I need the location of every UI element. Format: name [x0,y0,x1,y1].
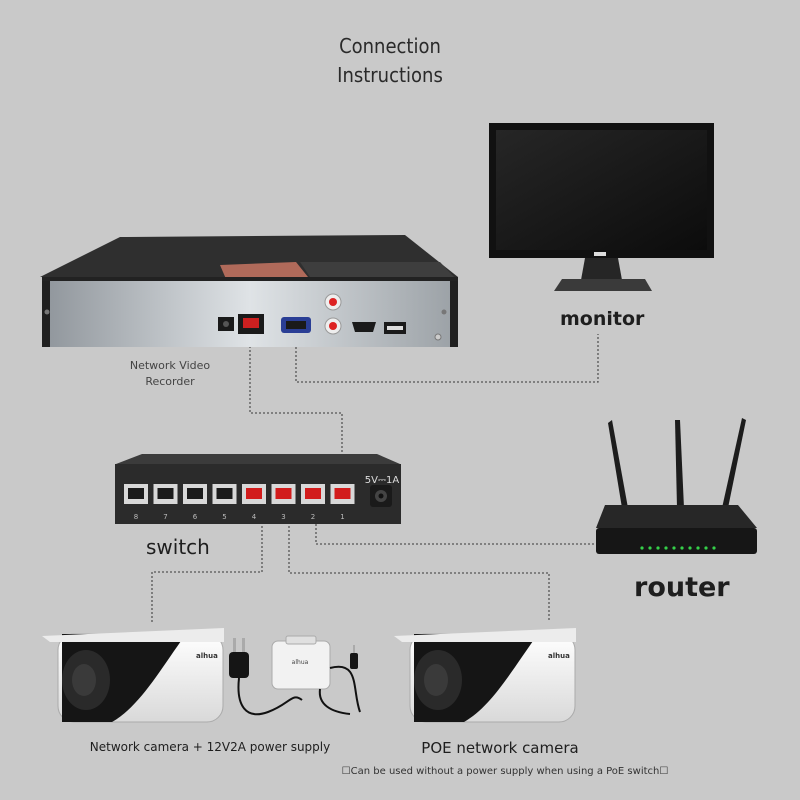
nvr-power-port [218,317,234,331]
vga-port-icon [281,317,311,333]
router-led [648,546,652,550]
switch-port-5-socket [216,488,233,499]
switch-port-8-socket [128,488,144,499]
cable-switch-camera1 [151,510,263,622]
router-label: router [634,572,730,603]
camera-2: alhua [394,628,576,723]
switch-port-numbers: 8 7 6 5 4 3 2 1 [134,513,345,521]
switch-port-number: 3 [281,513,285,521]
switch-port-number: 2 [311,513,315,521]
svg-text:alhua: alhua [292,659,309,666]
cable-nvr-monitor [295,334,599,383]
switch-device: 5V⎓1A 8 7 6 5 4 3 2 1 [115,454,401,524]
switch-port-2-socket [305,488,321,499]
router-led [696,546,700,550]
switch-power-rating: 5V⎓1A [365,475,400,486]
switch-power-jack [370,485,392,507]
poe-power-box: alhua [271,635,361,715]
router-leds [640,546,716,550]
switch-port-number: 6 [193,513,198,521]
camera-2-label: POE network camera [421,739,579,757]
rca-port-icon [324,293,342,335]
router-led [704,546,708,550]
router-device [596,418,757,554]
poe-note: ☐Can be used without a power supply when… [341,766,669,777]
switch-label: switch [146,535,210,559]
svg-text:alhua: alhua [196,652,218,660]
diagram-title: Connection Instructions [337,34,443,87]
camera-1-label: Network camera + 12V2A power supply [89,740,331,754]
router-led [640,546,644,550]
nvr-ethernet-port [238,314,264,334]
router-led [680,546,684,550]
switch-port-6-socket [187,488,203,499]
usb-port-icon [384,322,406,334]
switch-port-number: 4 [252,513,257,521]
switch-port-4-socket [246,488,262,499]
cable-switch-router [315,500,598,545]
switch-port-number: 5 [222,513,226,521]
switch-port-number: 7 [163,513,167,521]
router-led [656,546,660,550]
nvr-label: Network Video Recorder [129,359,211,388]
power-plug-icon [229,638,303,716]
switch-port-3-socket [275,488,292,499]
switch-port-1-socket [334,488,351,499]
switch-ports [124,484,355,504]
router-led [672,546,676,550]
cable-switch-camera2 [288,510,550,622]
router-led [712,546,716,550]
switch-port-number: 8 [134,513,138,521]
monitor-label: monitor [560,308,645,330]
hdmi-port-icon [352,322,376,332]
router-led [664,546,668,550]
switch-port-number: 1 [340,513,344,521]
camera-1: alhua [42,628,224,723]
switch-port-7-socket [157,488,174,499]
nvr-device [40,235,458,347]
monitor-device [489,123,714,291]
svg-text:alhua: alhua [548,652,570,660]
router-led [688,546,692,550]
